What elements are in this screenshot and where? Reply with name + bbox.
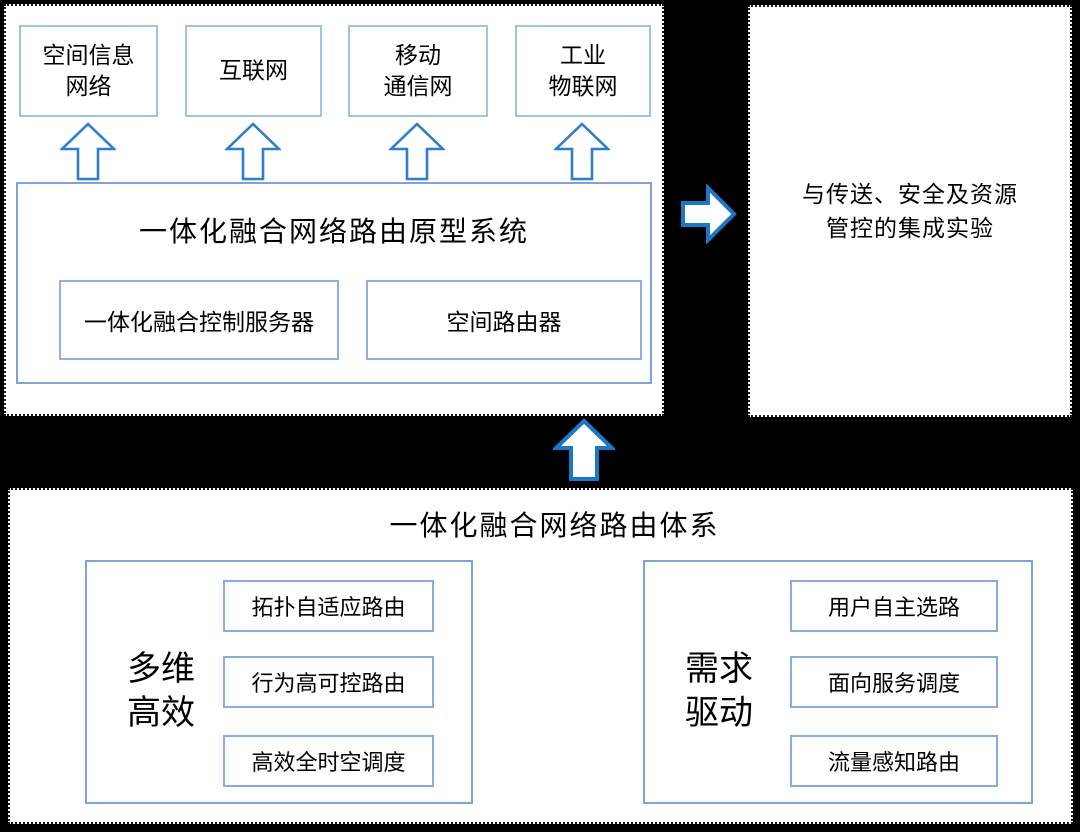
routing-item-topology-adaptive: 拓扑自适应路由 (223, 580, 434, 632)
routing-item-label: 面向服务调度 (827, 671, 960, 696)
network-box-industrial-iot: 工业 物联网 (515, 25, 651, 117)
prototype-system-title: 一体化融合网络路由原型系统 (138, 216, 529, 247)
routing-item-spatiotemporal-scheduling: 高效全时空调度 (223, 735, 434, 787)
network-box-label: 空间信息 网络 (42, 41, 135, 99)
routing-item-user-selected-path: 用户自主选路 (790, 580, 998, 632)
network-box-internet: 互联网 (185, 25, 322, 117)
routing-item-label: 流量感知路由 (827, 750, 960, 775)
up-arrow-icon (225, 122, 281, 181)
routing-item-label: 高效全时空调度 (251, 750, 406, 775)
space-router-box: 空间路由器 (366, 280, 642, 360)
group-label: 多维 高效 (127, 650, 195, 732)
network-box-label: 互联网 (219, 57, 288, 84)
network-box-mobile-comm: 移动 通信网 (348, 25, 488, 117)
routing-item-behavior-controllable: 行为高可控路由 (223, 656, 434, 708)
up-arrow-icon (60, 122, 116, 181)
up-arrow-icon (389, 122, 445, 181)
routing-item-label: 用户自主选路 (827, 595, 960, 620)
demand-driven-group: 需求 驱动 用户自主选路 面向服务调度 流量感知路由 (643, 560, 1033, 804)
control-server-box: 一体化融合控制服务器 (59, 280, 339, 360)
control-server-label: 一体化融合控制服务器 (84, 309, 314, 335)
prototype-system-panel: 空间信息 网络 互联网 移动 通信网 工业 物联网 一体化融合网络路由原型系统 … (4, 4, 664, 416)
big-up-arrow-icon (553, 418, 615, 481)
integration-experiment-panel: 与传送、安全及资源 管控的集成实验 (748, 5, 1072, 417)
space-router-label: 空间路由器 (446, 309, 562, 335)
routing-item-service-oriented-scheduling: 面向服务调度 (790, 656, 998, 708)
routing-item-label: 拓扑自适应路由 (251, 595, 406, 620)
network-box-space-info: 空间信息 网络 (19, 25, 158, 117)
multi-dimension-efficiency-group: 多维 高效 拓扑自适应路由 行为高可控路由 高效全时空调度 (85, 560, 473, 804)
integration-experiment-text: 与传送、安全及资源 管控的集成实验 (802, 180, 1018, 242)
routing-system-panel: 一体化融合网络路由体系 多维 高效 拓扑自适应路由 行为高可控路由 高效全时空调… (8, 488, 1073, 824)
network-box-label: 工业 物联网 (548, 41, 618, 99)
routing-system-title: 一体化融合网络路由体系 (389, 510, 720, 541)
prototype-system-box: 一体化融合网络路由原型系统 一体化融合控制服务器 空间路由器 (16, 182, 652, 384)
up-arrow-icon (554, 122, 610, 181)
right-arrow-icon (681, 184, 737, 244)
routing-item-traffic-aware-routing: 流量感知路由 (790, 735, 998, 787)
routing-item-label: 行为高可控路由 (251, 671, 406, 696)
group-label: 需求 驱动 (685, 650, 753, 732)
network-box-label: 移动 通信网 (383, 41, 453, 99)
